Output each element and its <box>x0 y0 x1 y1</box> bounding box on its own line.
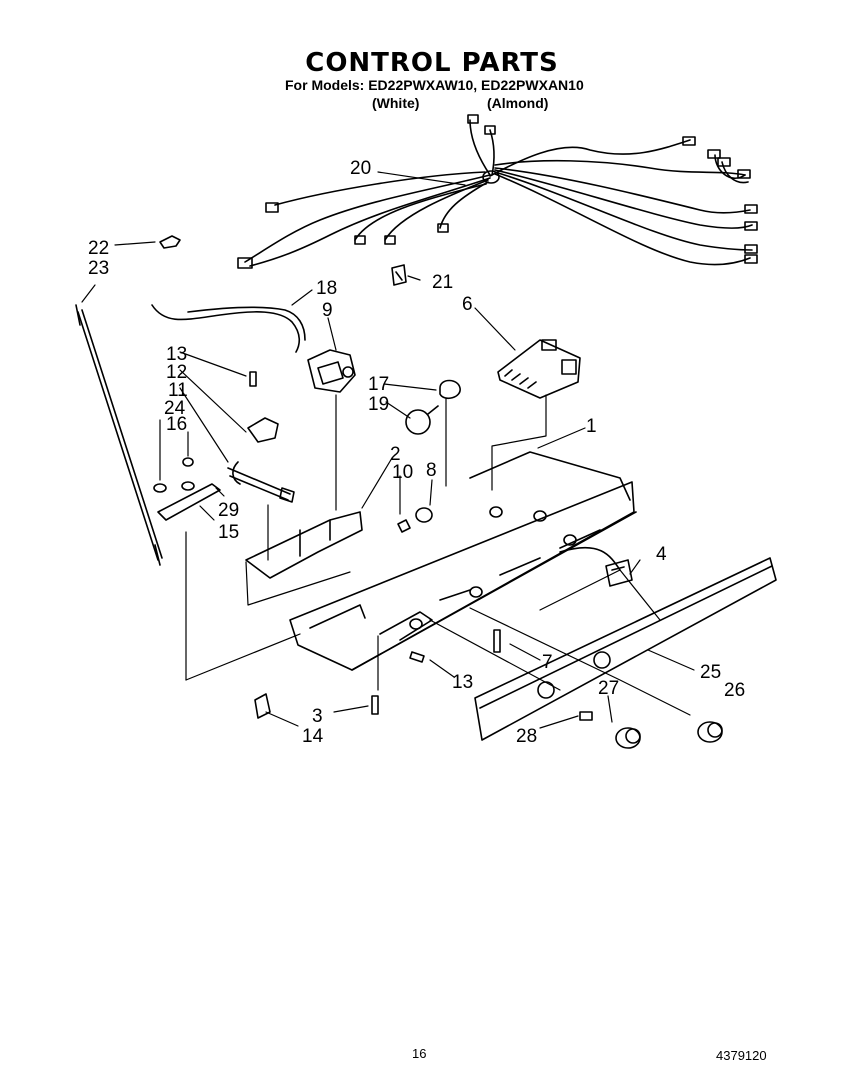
callout-2: 2 <box>390 444 401 465</box>
color-white-label: (White) <box>372 95 420 111</box>
page-title: CONTROL PARTS <box>305 48 559 78</box>
clamp <box>247 417 279 443</box>
screw <box>409 651 425 663</box>
control-knob <box>697 721 723 743</box>
switch <box>605 559 633 587</box>
callout-18: 18 <box>316 278 337 299</box>
control-rod <box>77 309 163 561</box>
callout-25: 25 <box>700 662 721 683</box>
capillary-tube <box>151 304 301 353</box>
clip <box>254 693 271 719</box>
callout-14: 14 <box>302 726 324 747</box>
callout-4: 4 <box>656 544 667 565</box>
callout-16: 16 <box>166 414 187 435</box>
wire-harness <box>237 114 758 269</box>
bracket <box>391 264 407 286</box>
callout-26: 26 <box>724 680 745 701</box>
callout-13-lower: 13 <box>452 672 473 693</box>
callout-21: 21 <box>432 272 453 293</box>
callout-15: 15 <box>218 522 239 543</box>
callout-11: 11 <box>168 380 188 401</box>
callout-20: 20 <box>350 158 371 179</box>
screw <box>493 629 501 653</box>
callout-24: 24 <box>164 398 186 419</box>
callout-10: 10 <box>392 462 413 483</box>
nut <box>579 711 593 721</box>
light-bulb <box>405 409 431 435</box>
callout-13: 13 <box>166 344 187 365</box>
mounting-plate <box>245 511 363 579</box>
callout-3: 3 <box>312 706 323 727</box>
screw <box>397 519 411 533</box>
callout-labels: 1 2 3 4 6 7 8 9 10 11 12 13 13 14 15 16 … <box>88 158 745 747</box>
color-almond-label: (Almond) <box>487 95 549 111</box>
models-line: For Models: ED22PWXAW10, ED22PWXAN10 <box>285 77 584 93</box>
screw <box>249 371 257 387</box>
circuit-board <box>497 339 581 399</box>
callout-6: 6 <box>462 294 473 315</box>
callout-7: 7 <box>542 652 553 673</box>
callout-29: 29 <box>218 500 239 521</box>
control-housing <box>289 451 637 671</box>
control-knob <box>615 727 641 749</box>
callout-28: 28 <box>516 726 537 747</box>
document-number: 4379120 <box>716 1048 767 1063</box>
callout-9: 9 <box>322 300 333 321</box>
page-number: 16 <box>412 1046 427 1061</box>
callout-17: 17 <box>368 374 389 395</box>
callout-12: 12 <box>166 362 187 383</box>
callout-27: 27 <box>598 678 619 699</box>
lamp-socket <box>415 507 433 523</box>
lever <box>157 483 221 521</box>
clip <box>159 235 181 249</box>
callout-23: 23 <box>88 258 109 279</box>
callout-1: 1 <box>586 416 597 437</box>
callout-22: 22 <box>88 238 109 259</box>
callout-8: 8 <box>426 460 437 481</box>
shaft <box>227 461 291 501</box>
thermostat <box>307 349 356 393</box>
leader-lines <box>81 171 695 729</box>
screw <box>371 695 379 715</box>
light-socket <box>439 379 461 400</box>
callout-19: 19 <box>368 394 389 415</box>
